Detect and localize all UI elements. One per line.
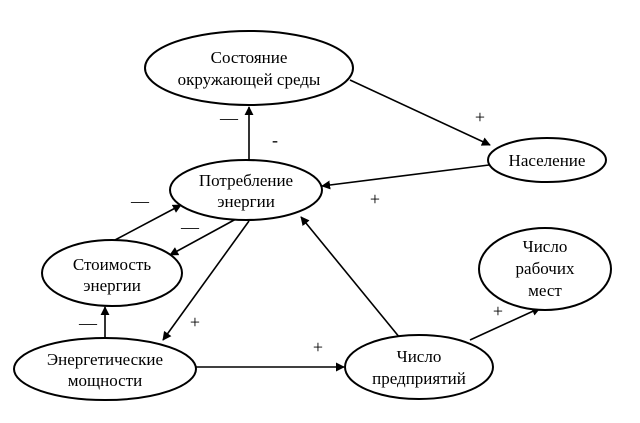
- sign-environment-population: +: [475, 107, 485, 127]
- node-environment: Состояние окружающей среды: [144, 30, 354, 106]
- sign-consumption-cost: —: [180, 217, 200, 237]
- edge-cost-to-consumption: [114, 204, 182, 241]
- edge-consumption-to-capacity: [162, 220, 250, 341]
- node-environment-line-2: окружающей среды: [178, 70, 321, 89]
- node-jobs-line-1: Число: [523, 237, 568, 256]
- node-population: Население: [487, 137, 607, 183]
- stray-mark: -: [272, 130, 278, 150]
- node-energy-consumption-line-1: Потребление: [199, 171, 293, 190]
- node-energy-cost-line-2: энергии: [83, 276, 141, 295]
- sign-consumption-capacity: +: [190, 312, 200, 332]
- node-energy-consumption: Потребление энергии: [169, 159, 323, 221]
- node-environment-line-1: Состояние: [211, 48, 288, 67]
- edge-enterprises-to-jobs: [469, 307, 541, 341]
- node-enterprises-line-2: предприятий: [372, 369, 466, 388]
- node-enterprises-line-1: Число: [397, 347, 442, 366]
- edge-consumption-to-cost: [169, 218, 237, 256]
- node-energy-capacity: Энергетические мощности: [13, 337, 197, 401]
- node-energy-cost-line-1: Стоимость: [73, 255, 152, 274]
- sign-cost-consumption: —: [130, 191, 150, 211]
- node-jobs-line-3: мест: [528, 281, 562, 300]
- sign-consumption-environment: —: [219, 108, 239, 128]
- sign-enterprises-jobs: +: [493, 301, 503, 321]
- node-enterprises: Число предприятий: [344, 334, 494, 400]
- edge-enterprises-to-consumption: [300, 216, 401, 339]
- node-energy-consumption-line-2: энергии: [217, 192, 275, 211]
- node-energy-cost: Стоимость энергии: [41, 239, 183, 307]
- edges: [100, 79, 541, 372]
- node-energy-capacity-line-1: Энергетические: [47, 350, 163, 369]
- node-jobs: Число рабочих мест: [478, 227, 612, 311]
- sign-population-consumption: +: [370, 189, 380, 209]
- sign-capacity-cost: —: [78, 313, 98, 333]
- node-jobs-line-2: рабочих: [516, 259, 575, 278]
- edge-population-to-consumption: [321, 164, 490, 190]
- node-population-line-1: Население: [509, 151, 586, 170]
- edge-environment-to-population: [349, 79, 491, 146]
- edge-signs: — + + — — — + + + -: [78, 107, 503, 357]
- node-energy-capacity-line-2: мощности: [68, 371, 142, 390]
- sign-capacity-enterprises: +: [313, 337, 323, 357]
